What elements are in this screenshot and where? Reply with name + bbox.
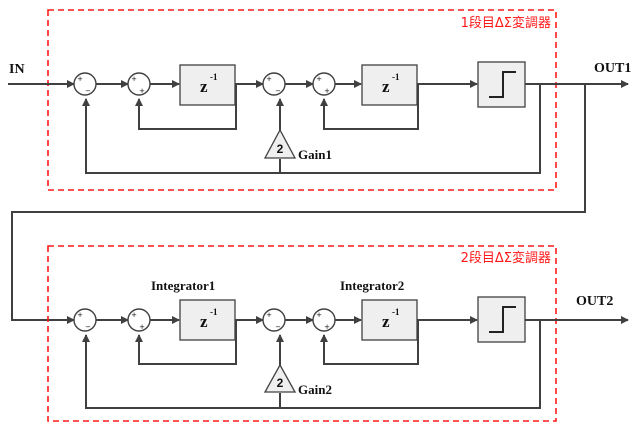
output2-label: OUT2 — [576, 294, 613, 309]
stage2-integrator1-loop — [135, 320, 237, 365]
svg-text:+: + — [316, 75, 322, 83]
svg-text:z: z — [200, 77, 208, 96]
output1-label: OUT1 — [594, 61, 631, 76]
stage2-sum2: + + — [127, 308, 151, 332]
svg-text:-1: -1 — [392, 72, 400, 82]
svg-text:+: + — [139, 323, 145, 331]
svg-text:+: + — [139, 87, 145, 95]
gain2-label: Gain2 — [298, 382, 332, 397]
stage1-quantizer-feedback — [82, 84, 541, 174]
svg-text:+: + — [316, 311, 322, 319]
svg-text:+: + — [266, 75, 272, 83]
svg-text:+: + — [131, 75, 137, 83]
svg-text:-1: -1 — [210, 307, 218, 317]
svg-text:-1: -1 — [210, 72, 218, 82]
svg-text:+: + — [77, 311, 83, 319]
svg-text:-1: -1 — [392, 307, 400, 317]
svg-text:−: − — [85, 87, 91, 95]
stage2-integrator2-block: z -1 — [361, 299, 418, 341]
integrator1-label: Integrator1 — [151, 278, 215, 293]
stage1-title: 1段目ΔΣ変調器 — [461, 15, 551, 31]
integrator2-label: Integrator2 — [340, 278, 404, 293]
stage2-sum3: + − — [262, 308, 286, 332]
stage2-modulator: 2段目ΔΣ変調器 OUT2 Integrator1 Integrator2 + … — [47, 245, 629, 422]
svg-text:−: − — [275, 87, 281, 95]
svg-text:+: + — [324, 87, 330, 95]
stage1-sum1: + − — [73, 72, 97, 96]
stage2-title: 2段目ΔΣ変調器 — [461, 250, 551, 266]
stage1-quantizer-block — [477, 61, 526, 108]
stage2-sum1: + − — [73, 308, 97, 332]
svg-text:−: − — [275, 323, 281, 331]
svg-text:z: z — [382, 312, 390, 331]
stage1-sum2: + + — [127, 72, 151, 96]
stage1-sum3: + − — [262, 72, 286, 96]
stage2-integrator2-loop — [320, 320, 419, 365]
stage2-integrator1-block: z -1 — [179, 299, 236, 341]
stage1-delay2-block: z -1 — [361, 64, 418, 106]
svg-text:2: 2 — [277, 376, 284, 390]
svg-text:z: z — [200, 312, 208, 331]
svg-text:+: + — [266, 311, 272, 319]
stage1-integrator2-loop — [320, 84, 419, 130]
stage1-gain-block: 2 — [263, 128, 297, 159]
stage2-sum4: + + — [312, 308, 336, 332]
stage1-modulator: 1段目ΔΣ変調器 IN OUT1 + − + — [8, 9, 631, 191]
stage-link-wire — [11, 84, 586, 324]
stage2-quantizer-block — [477, 296, 526, 343]
gain1-label: Gain1 — [298, 147, 332, 162]
svg-text:2: 2 — [277, 142, 284, 156]
stage1-delay1-block: z -1 — [179, 64, 236, 106]
input-label: IN — [9, 62, 25, 77]
svg-text:z: z — [382, 77, 390, 96]
stage2-quantizer-feedback — [82, 320, 541, 409]
svg-text:+: + — [324, 323, 330, 331]
stage1-boundary — [47, 9, 557, 191]
svg-text:−: − — [85, 323, 91, 331]
svg-text:+: + — [131, 311, 137, 319]
stage2-gain-block: 2 — [263, 363, 297, 393]
svg-text:+: + — [77, 75, 83, 83]
stage2-boundary — [47, 245, 557, 422]
stage1-integrator1-loop — [135, 84, 237, 130]
stage1-sum4: + + — [312, 72, 336, 96]
